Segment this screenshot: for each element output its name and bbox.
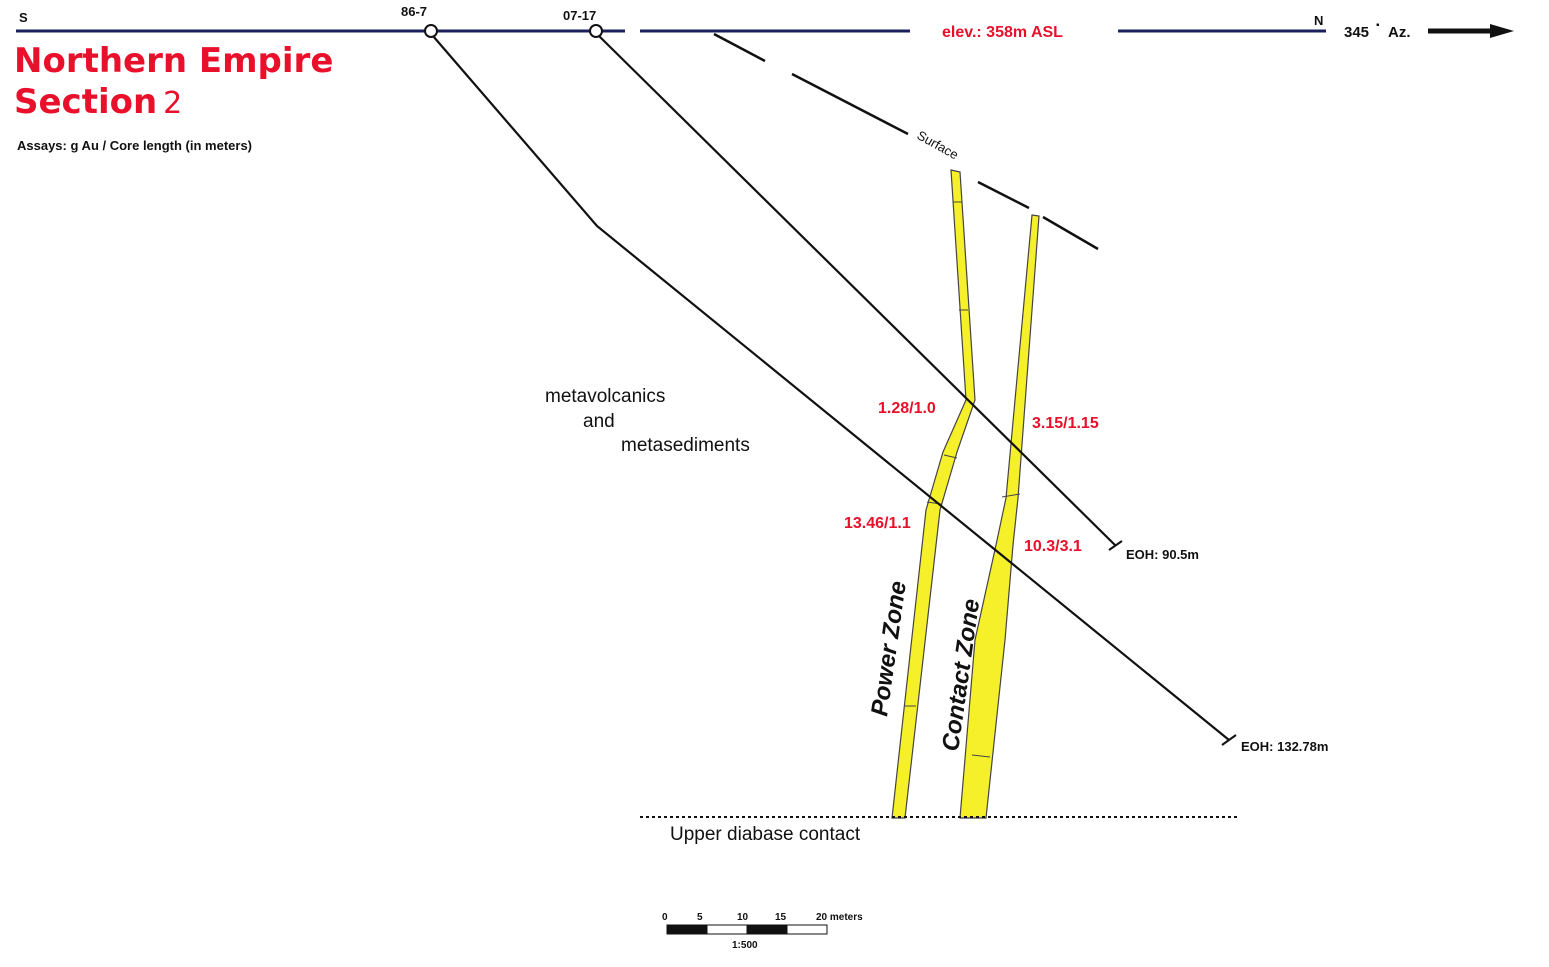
north-arrow-icon <box>1428 24 1514 38</box>
assay-units-note: Assays: g Au / Core length (in meters) <box>17 138 253 153</box>
azimuth-unit: Az. <box>1388 24 1411 41</box>
rock-label-line3: metasediments <box>621 435 750 456</box>
surface-line <box>713 32 1099 251</box>
hole-label-07-17: 07-17 <box>563 8 596 23</box>
contact-zone-vein <box>959 214 1040 819</box>
diabase-label: Upper diabase contact <box>670 824 861 845</box>
scale-tick-label: 15 <box>775 912 787 923</box>
collar-07-17 <box>589 24 603 38</box>
hole-label-86-7: 86-7 <box>401 4 427 19</box>
north-label: N <box>1314 13 1323 28</box>
south-label: S <box>19 10 28 25</box>
scale-tick-label: 20 meters <box>816 912 863 923</box>
surface-label: Surface <box>915 128 961 163</box>
section-title-word: Section <box>14 82 158 122</box>
elevation-label: elev.: 358m ASL <box>942 24 1063 41</box>
scale-ratio: 1:500 <box>732 940 758 951</box>
degree-mark: ▪ <box>1376 20 1380 31</box>
section-title-line1: Northern Empire <box>14 41 334 81</box>
rock-label-line1: metavolcanics <box>545 386 665 407</box>
collar-86-7 <box>424 24 438 38</box>
rock-label-line2: and <box>583 411 615 432</box>
eoh-label-07-17: EOH: 90.5m <box>1126 547 1199 562</box>
assay-label: 3.15/1.15 <box>1032 415 1099 432</box>
eoh-label-86-7: EOH: 132.78m <box>1241 739 1328 754</box>
section-title-number: 2 <box>163 86 183 121</box>
trace-86-7 <box>432 35 1237 746</box>
assay-label: 1.28/1.0 <box>878 400 936 417</box>
scale-tick-label: 10 <box>737 912 749 923</box>
azimuth-value: 345 <box>1344 24 1369 41</box>
assay-label: 10.3/3.1 <box>1024 538 1082 555</box>
assay-label: 13.46/1.1 <box>844 515 911 532</box>
scale-tick-label: 0 <box>662 912 668 923</box>
trace-07-17 <box>598 35 1123 551</box>
scale-tick-label: 5 <box>697 912 703 923</box>
scale-bar: 0 5 10 15 20 meters 1:500 <box>662 912 863 951</box>
